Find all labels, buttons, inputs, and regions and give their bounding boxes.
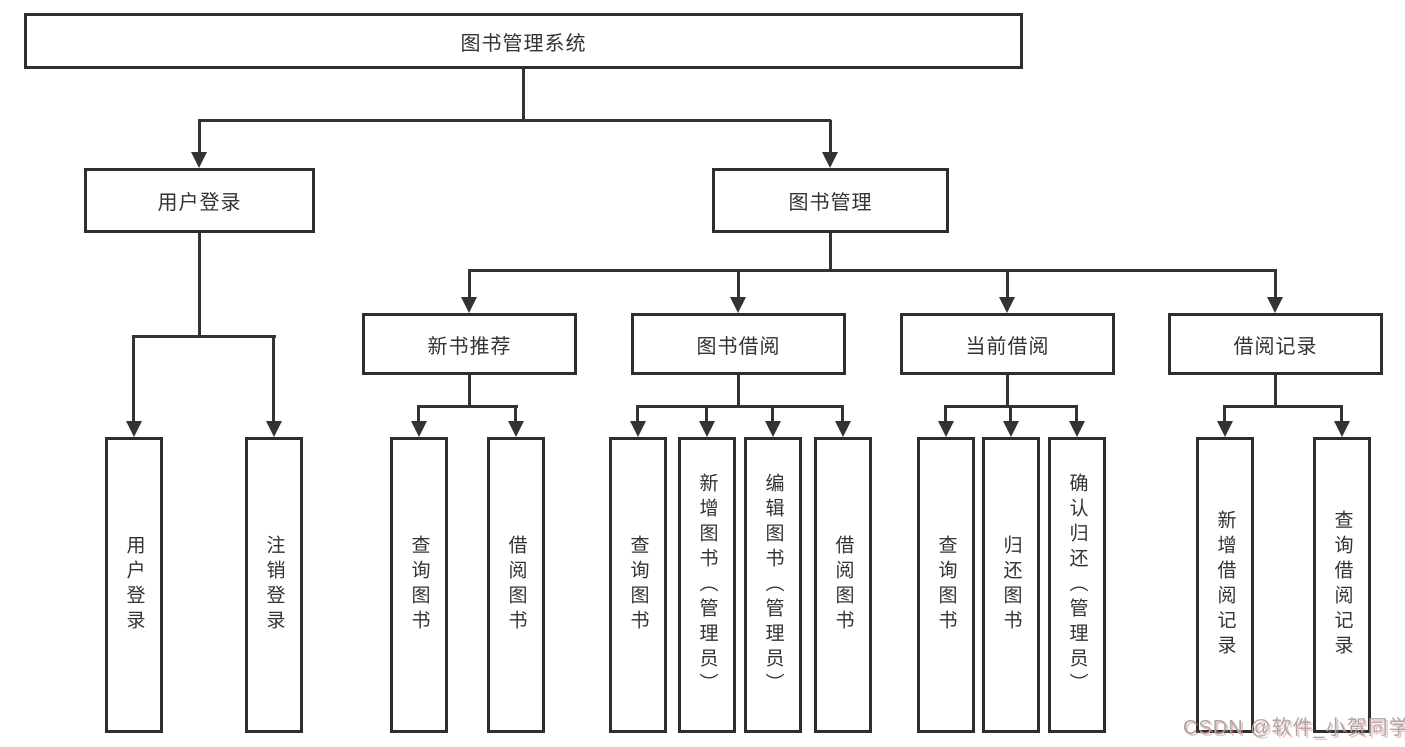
connector-root-bar <box>198 119 831 122</box>
node-leaf-user-login: 用户登录 <box>105 437 163 733</box>
node-leaf-confirm-return-admin-label: 确认归还（管理员） <box>1066 472 1088 698</box>
connector-book-management-bar <box>468 269 1277 272</box>
node-book-management: 图书管理 <box>712 168 949 233</box>
arrow-down-icon <box>1217 421 1233 437</box>
connector-drop-leaf <box>1223 406 1226 422</box>
arrow-down-icon <box>1267 297 1283 313</box>
node-leaf-return-books: 归还图书 <box>982 437 1040 733</box>
csdn-watermark: CSDN @软件_小贺同学 <box>1183 717 1405 739</box>
connector-drop-user-login <box>198 120 201 156</box>
connector-borrowing-records-bar <box>1223 405 1343 408</box>
node-leaf-add-borrow-record-label: 新增借阅记录 <box>1214 510 1236 660</box>
node-leaf-query-books-1-label: 查询图书 <box>408 535 430 635</box>
node-leaf-logout-label: 注销登录 <box>263 535 285 635</box>
node-leaf-borrow-books-1: 借阅图书 <box>487 437 545 733</box>
connector-drop-current-borrowing <box>1006 270 1009 298</box>
connector-user-login-stub <box>198 233 201 336</box>
arrow-down-icon <box>126 421 142 437</box>
node-leaf-confirm-return-admin: 确认归还（管理员） <box>1048 437 1106 733</box>
node-leaf-edit-books-admin: 编辑图书（管理员） <box>744 437 802 733</box>
arrow-down-icon <box>822 152 838 168</box>
connector-drop-leaf <box>771 406 774 422</box>
node-book-management-label: 图书管理 <box>788 192 873 214</box>
node-leaf-query-books-3: 查询图书 <box>917 437 975 733</box>
connector-drop-borrowing-records <box>1274 270 1277 298</box>
connector-drop-leaf-logout <box>272 336 275 421</box>
connector-new-book-recommend-stub <box>468 375 471 407</box>
node-leaf-return-books-label: 归还图书 <box>1000 535 1022 635</box>
connector-drop-leaf <box>841 406 844 422</box>
node-leaf-add-borrow-record: 新增借阅记录 <box>1196 437 1254 733</box>
node-leaf-borrow-books-2-label: 借阅图书 <box>832 535 854 635</box>
node-book-borrowing-label: 图书借阅 <box>696 335 781 358</box>
arrow-down-icon <box>938 421 954 437</box>
node-leaf-borrow-books-1-label: 借阅图书 <box>505 535 527 635</box>
node-borrowing-records: 借阅记录 <box>1168 313 1383 375</box>
connector-root-stub <box>522 69 525 120</box>
node-leaf-borrow-books-2: 借阅图书 <box>814 437 872 733</box>
connector-drop-book-borrowing <box>737 270 740 298</box>
connector-book-management-stub <box>829 233 832 270</box>
node-leaf-logout: 注销登录 <box>245 437 303 733</box>
connector-drop-leaf <box>944 406 947 422</box>
connector-drop-leaf <box>705 406 708 422</box>
connector-drop-leaf <box>1009 406 1012 422</box>
connector-book-borrowing-bar <box>636 405 844 408</box>
arrow-down-icon <box>461 297 477 313</box>
node-root-label: 图书管理系统 <box>460 32 587 55</box>
connector-borrowing-records-stub <box>1274 375 1277 407</box>
arrow-down-icon <box>730 297 746 313</box>
node-new-book-recommend-label: 新书推荐 <box>427 335 512 358</box>
arrow-down-icon <box>999 297 1015 313</box>
node-leaf-user-login-label: 用户登录 <box>123 535 145 635</box>
node-leaf-query-borrow-record: 查询借阅记录 <box>1313 437 1371 733</box>
node-leaf-query-books-2: 查询图书 <box>609 437 667 733</box>
node-current-borrowing: 当前借阅 <box>900 313 1115 375</box>
connector-current-borrowing-stub <box>1006 375 1009 407</box>
connector-book-borrowing-stub <box>737 375 740 407</box>
node-leaf-query-books-1: 查询图书 <box>390 437 448 733</box>
arrow-down-icon <box>1069 421 1085 437</box>
connector-drop-new-book-recommend <box>468 270 471 298</box>
arrow-down-icon <box>508 421 524 437</box>
arrow-down-icon <box>411 421 427 437</box>
arrow-down-icon <box>266 421 282 437</box>
node-root: 图书管理系统 <box>24 13 1023 69</box>
node-leaf-query-books-3-label: 查询图书 <box>935 535 957 635</box>
connector-user-login-bar <box>132 335 276 338</box>
arrow-down-icon <box>835 421 851 437</box>
node-user-login: 用户登录 <box>84 168 315 233</box>
connector-drop-leaf <box>417 406 420 422</box>
node-new-book-recommend: 新书推荐 <box>362 313 577 375</box>
connector-new-book-recommend-bar <box>417 405 518 408</box>
connector-drop-leaf <box>636 406 639 422</box>
connector-drop-leaf <box>1075 406 1078 422</box>
node-leaf-add-books-admin-label: 新增图书（管理员） <box>696 472 718 698</box>
node-book-borrowing: 图书借阅 <box>631 313 846 375</box>
connector-drop-leaf <box>514 406 517 422</box>
node-leaf-edit-books-admin-label: 编辑图书（管理员） <box>762 472 784 698</box>
node-leaf-query-borrow-record-label: 查询借阅记录 <box>1331 510 1353 660</box>
arrow-down-icon <box>1334 421 1350 437</box>
node-user-login-label: 用户登录 <box>157 192 242 214</box>
arrow-down-icon <box>765 421 781 437</box>
node-current-borrowing-label: 当前借阅 <box>965 335 1050 358</box>
arrow-down-icon <box>191 152 207 168</box>
node-borrowing-records-label: 借阅记录 <box>1233 335 1318 358</box>
node-leaf-query-books-2-label: 查询图书 <box>627 535 649 635</box>
arrow-down-icon <box>1003 421 1019 437</box>
connector-drop-book-management <box>829 120 832 156</box>
node-leaf-add-books-admin: 新增图书（管理员） <box>678 437 736 733</box>
connector-drop-leaf <box>1340 406 1343 422</box>
arrow-down-icon <box>699 421 715 437</box>
arrow-down-icon <box>630 421 646 437</box>
connector-drop-leaf-user-login <box>132 336 135 421</box>
